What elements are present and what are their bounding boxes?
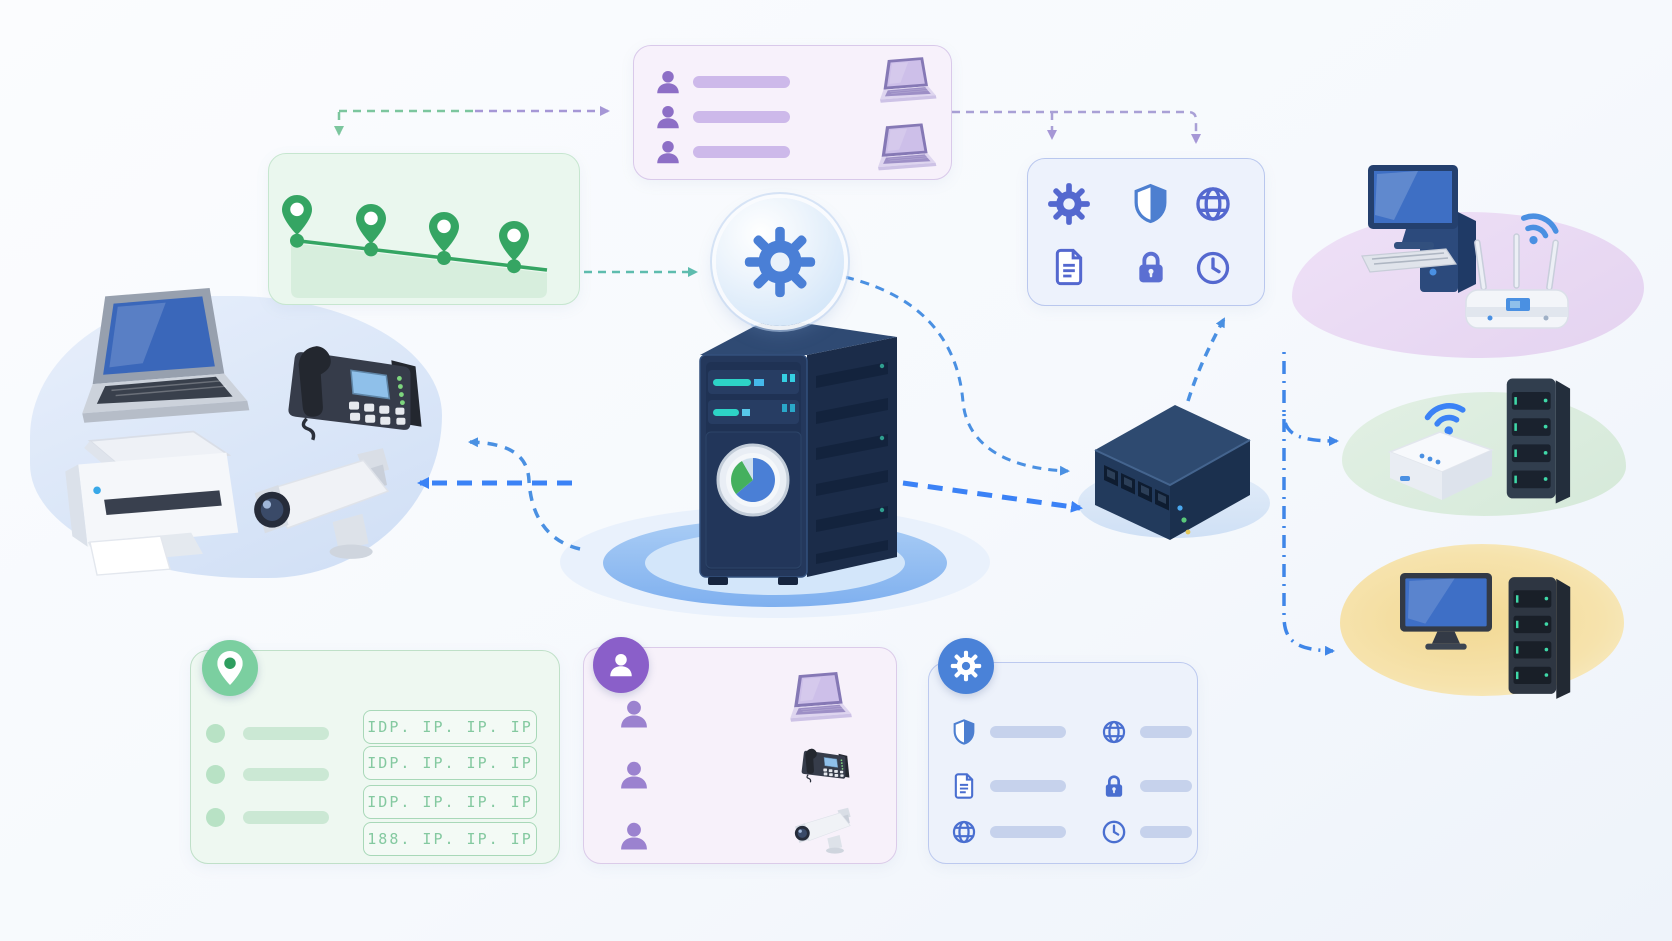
lock-icon <box>1100 772 1128 800</box>
security-camera <box>242 444 412 562</box>
document-icon <box>950 772 978 800</box>
status-leds <box>1177 505 1191 535</box>
user-icon <box>616 757 652 793</box>
config-bubble <box>716 198 844 326</box>
document-icon <box>1049 247 1089 287</box>
placeholder-text-bar <box>693 146 790 158</box>
placeholder-text-bar <box>693 111 790 123</box>
user-badge <box>593 637 649 693</box>
placeholder-text-bar <box>990 780 1066 792</box>
ip-desk-phone-icon <box>792 740 854 787</box>
globe-icon <box>1192 183 1234 225</box>
placeholder-text-bar <box>1140 780 1192 792</box>
ip-desk-phone <box>262 322 434 453</box>
laptop <box>82 288 260 429</box>
gear-icon <box>950 650 982 682</box>
clock-icon <box>1193 248 1233 288</box>
bullet-dot <box>206 724 225 743</box>
ip-address-box: IDP. IP. IP. IP <box>363 785 537 819</box>
server-tower <box>1502 572 1576 704</box>
lock-icon <box>1131 247 1171 287</box>
laptop-icon <box>880 57 940 105</box>
wireless-access-point <box>1387 431 1495 500</box>
gear-icon <box>1047 182 1091 226</box>
gear-badge <box>938 638 994 694</box>
ip-address-box: IDP. IP. IP. IP <box>363 746 537 780</box>
clock-icon <box>1100 818 1128 846</box>
placeholder-text-bar <box>243 727 329 740</box>
user-icon <box>606 650 636 680</box>
central-server <box>699 318 897 585</box>
shield-icon <box>1129 182 1172 225</box>
laptop-icon <box>790 672 856 724</box>
laptop-icon <box>878 123 940 173</box>
timeline-panel <box>268 153 580 305</box>
user-icon <box>653 102 683 132</box>
user-icon <box>653 137 683 167</box>
placeholder-text-bar <box>693 76 790 88</box>
placeholder-text-bar <box>243 811 329 824</box>
bullet-dot <box>206 808 225 827</box>
shield-icon <box>950 718 978 746</box>
user-icon <box>616 696 652 732</box>
user-icon <box>616 818 652 854</box>
placeholder-text-bar <box>243 768 329 781</box>
timeline-chart <box>282 195 548 298</box>
placeholder-text-bar <box>990 826 1066 838</box>
user-icon <box>653 67 683 97</box>
pin-icon <box>217 651 243 685</box>
rj45-ports <box>1104 465 1169 511</box>
monitor <box>1396 570 1496 654</box>
ip-address-box: 188. IP. IP. IP <box>363 822 537 856</box>
printer <box>50 422 250 581</box>
server-tower <box>1500 370 1576 512</box>
globe-icon <box>1100 718 1128 746</box>
placeholder-text-bar <box>990 726 1066 738</box>
globe-icon <box>950 818 978 846</box>
wifi-router <box>1465 233 1569 329</box>
network-switch <box>1094 405 1251 540</box>
ip-address-box: IDP. IP. IP. IP <box>363 710 537 744</box>
desktop-pc <box>1361 165 1476 293</box>
security-camera-icon <box>790 806 860 855</box>
location-pin-badge <box>202 640 258 696</box>
bullet-dot <box>206 765 225 784</box>
placeholder-text-bar <box>1140 726 1192 738</box>
pie-badge <box>716 443 790 517</box>
gear-icon <box>743 225 817 299</box>
placeholder-text-bar <box>1140 826 1192 838</box>
